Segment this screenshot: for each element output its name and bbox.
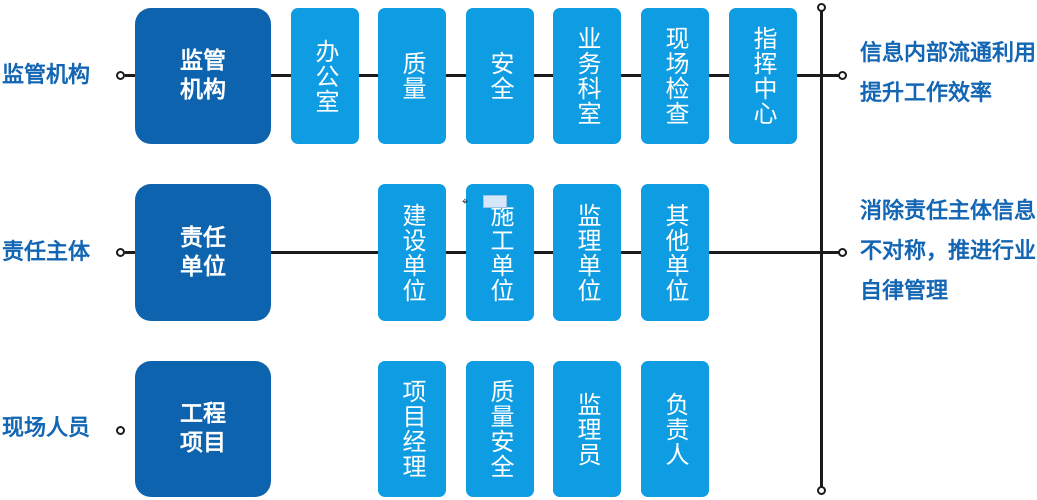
- main-box-project: 工程项目: [135, 361, 271, 497]
- sub-box-person-in-charge: 负责人: [641, 361, 709, 497]
- sub-box-label: 项目经理: [398, 379, 426, 479]
- main-box-regulatory: 监管机构: [135, 8, 271, 144]
- row1-left-node: [116, 71, 125, 80]
- sub-box-safety: 安全: [466, 8, 534, 144]
- sub-box-command-center: 指挥中心: [729, 8, 797, 144]
- row-label-site-personnel: 现场人员: [2, 416, 91, 441]
- sub-box-label: 监理员: [573, 391, 601, 467]
- right-text-efficiency: 信息内部流通利用提升工作效率: [860, 41, 1037, 106]
- vertical-bus-line: [820, 8, 823, 492]
- sub-box-quality-safety: 质量安全: [466, 361, 534, 497]
- sub-box-project-manager: 项目经理: [378, 361, 446, 497]
- sub-box-label: 现场检查: [661, 26, 689, 126]
- sub-box-label: 监理单位: [573, 202, 601, 303]
- sub-box-business-dept: 业务科室: [553, 8, 621, 144]
- row-label-responsible: 责任主体: [2, 240, 91, 265]
- right-node-2: [838, 248, 847, 257]
- sub-box-supervisor: 监理员: [553, 361, 621, 497]
- sub-box-label: 负责人: [661, 391, 689, 467]
- sub-box-quality: 质量: [378, 8, 446, 144]
- sub-box-office: 办公室: [291, 8, 359, 144]
- sub-box-site-inspection: 现场检查: [641, 8, 709, 144]
- right-text-self-discipline: 消除责任主体信息不对称，推进行业自律管理: [860, 199, 1037, 304]
- sub-box-label: 其他单位: [661, 202, 689, 303]
- crosshair-cursor-icon: ⌖: [461, 195, 469, 208]
- image-placeholder-icon: [483, 195, 507, 208]
- sub-box-label: 质量: [398, 51, 426, 101]
- right-node-1: [838, 71, 847, 80]
- sub-box-supervision-unit: 监理单位: [553, 184, 621, 321]
- main-box-responsible-unit: 责任单位: [135, 184, 271, 321]
- sub-box-label: 施工单位: [486, 202, 514, 303]
- bus-bottom-node: [817, 486, 826, 495]
- main-box-label: 监管机构: [180, 48, 226, 103]
- row-label-regulatory: 监管机构: [2, 63, 91, 88]
- sub-box-label: 质量安全: [486, 379, 514, 479]
- sub-box-label: 指挥中心: [749, 26, 777, 126]
- main-box-label: 责任单位: [180, 224, 226, 280]
- row2-left-node: [116, 248, 125, 257]
- sub-box-label: 安全: [486, 51, 514, 101]
- sub-box-other-unit: 其他单位: [641, 184, 709, 321]
- sub-box-construction-unit: 建设单位: [378, 184, 446, 321]
- bus-top-node: [817, 3, 826, 12]
- sub-box-label: 建设单位: [398, 202, 426, 303]
- sub-box-label: 办公室: [311, 38, 339, 114]
- sub-box-label: 业务科室: [573, 26, 601, 126]
- row3-left-node: [116, 426, 125, 435]
- main-box-label: 工程项目: [180, 401, 226, 456]
